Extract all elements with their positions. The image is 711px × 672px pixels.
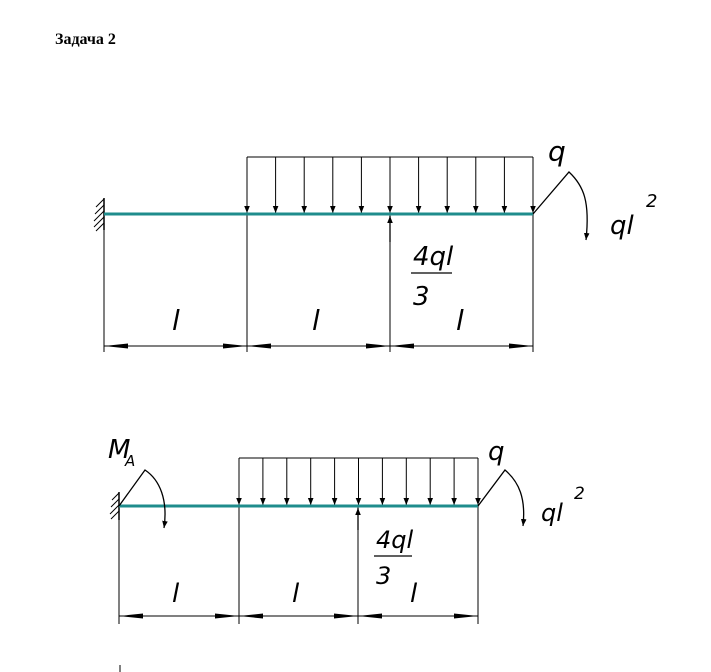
- reaction-numerator: 4ql: [376, 526, 414, 554]
- diagram-top: q ql 2 4ql 3 l l l: [93, 135, 657, 352]
- span-label-2: l: [312, 304, 320, 337]
- distributed-load-arrows: [244, 157, 536, 213]
- diagram-bottom: M A q ql 2 4ql 3 l l l: [108, 435, 585, 624]
- span-label-3: l: [456, 304, 464, 337]
- page-title: Задача 2: [55, 31, 116, 48]
- reaction-denominator: 3: [376, 562, 391, 590]
- fixed-support: [109, 492, 120, 520]
- end-moment-label: ql: [541, 499, 563, 527]
- span-label-2: l: [292, 579, 300, 609]
- reaction-numerator: 4ql: [413, 242, 454, 272]
- span-label-3: l: [410, 579, 418, 609]
- reaction-denominator: 3: [413, 282, 430, 312]
- end-moment-label: ql: [610, 211, 635, 241]
- support-moment-label: M: [108, 435, 130, 465]
- end-moment-exponent: 2: [646, 191, 657, 212]
- load-label-q: q: [548, 135, 566, 168]
- support-moment-subscript: A: [124, 452, 135, 470]
- span-label-1: l: [172, 304, 180, 337]
- end-moment-arrow: [477, 469, 527, 527]
- span-label-1: l: [172, 579, 180, 609]
- end-moment-exponent: 2: [574, 484, 585, 504]
- end-moment-arrow: [532, 171, 590, 241]
- distributed-load-arrows: [236, 458, 481, 505]
- support-moment-arrow: [118, 469, 168, 529]
- load-label-q: q: [488, 437, 505, 467]
- fixed-support: [93, 198, 105, 232]
